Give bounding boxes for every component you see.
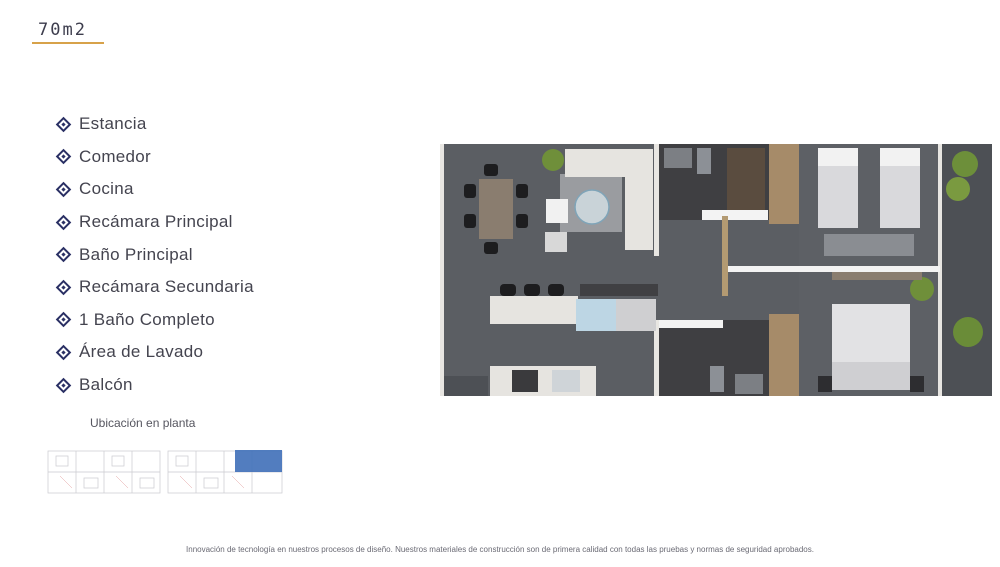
unit-highlight (235, 450, 282, 472)
diamond-bullet-icon (55, 214, 72, 230)
feature-label: Recámara Secundaria (79, 277, 254, 297)
diamond-bullet-icon (55, 181, 72, 198)
feature-item: Comedor (55, 141, 254, 174)
feature-label: Recámara Principal (79, 212, 233, 232)
footer-disclaimer: Innovación de tecnología en nuestros pro… (186, 545, 814, 554)
feature-label: Baño Principal (79, 244, 193, 264)
feature-item: Balcón (55, 369, 254, 402)
feature-item: Baño Principal (55, 238, 254, 271)
diamond-bullet-icon (55, 246, 72, 263)
diamond-bullet-icon (55, 312, 72, 328)
feature-label: Balcón (79, 375, 133, 395)
feature-label: 1 Baño Completo (79, 309, 215, 329)
diamond-bullet-icon (55, 377, 72, 393)
diamond-bullet-icon (55, 116, 72, 133)
feature-label: Comedor (79, 146, 152, 166)
floor-plan-render (440, 144, 992, 396)
feature-item: Recámara Secundaria (55, 271, 254, 304)
feature-label: Área de Lavado (79, 342, 204, 362)
feature-label: Estancia (79, 114, 147, 134)
area-title: 70m2 (38, 20, 87, 40)
location-label: Ubicación en planta (90, 416, 196, 430)
feature-item: 1 Baño Completo (55, 304, 254, 337)
diamond-bullet-icon (55, 149, 72, 165)
feature-label: Cocina (79, 179, 134, 199)
feature-item: Área de Lavado (55, 336, 254, 369)
feature-item: Estancia (55, 108, 254, 141)
feature-item: Cocina (55, 173, 254, 206)
area-title-underline (32, 42, 104, 44)
diamond-bullet-icon (55, 344, 72, 361)
diamond-bullet-icon (55, 279, 72, 296)
feature-item: Recámara Principal (55, 206, 254, 239)
building-location-minimap (46, 448, 283, 496)
features-list: Estancia Comedor Cocina Recámara Princip… (55, 108, 254, 402)
